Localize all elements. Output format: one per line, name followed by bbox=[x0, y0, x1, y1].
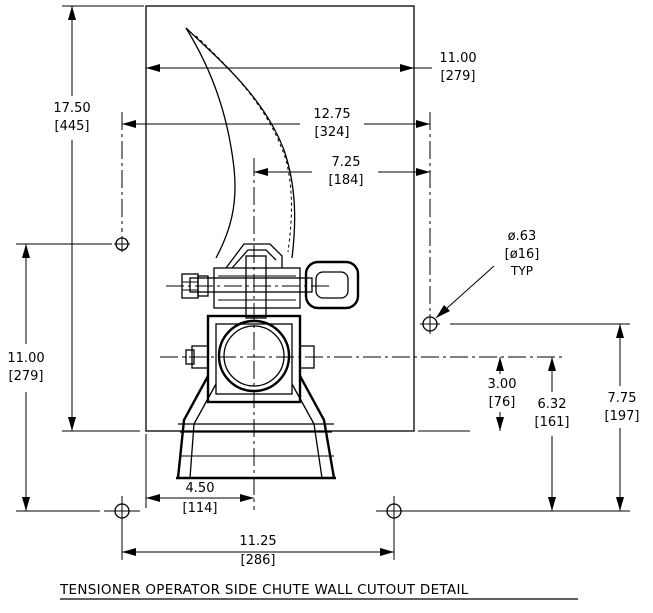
dim-plate-width-mm: [279] bbox=[441, 69, 476, 84]
upper-bolt-assembly bbox=[181, 243, 360, 319]
hole-diameter-in: ø.63 bbox=[508, 229, 537, 244]
dim-plate-width: 11.00 [279] bbox=[146, 51, 477, 84]
mounting-hole-bottom-left bbox=[16, 496, 140, 560]
mounting-hole-right bbox=[420, 112, 630, 334]
dim-left-hole-height-mm: [279] bbox=[9, 369, 44, 384]
dim-offset-3-00-in: 3.00 bbox=[488, 377, 517, 392]
dim-bottom-offset-4-50-mm: [114] bbox=[183, 501, 218, 516]
dim-bottom-offset-4-50: 4.50 [114] bbox=[145, 434, 254, 516]
dim-bottom-offset-4-50-in: 4.50 bbox=[186, 481, 215, 496]
chute-wall-plate bbox=[145, 5, 415, 432]
dim-bottom-hole-spacing: 11.25 [286] bbox=[122, 534, 394, 568]
dim-left-hole-height: 11.00 [279] bbox=[7, 244, 45, 511]
dim-offset-3-00-mm: [76] bbox=[489, 395, 516, 410]
dim-right-hole-height-in: 7.75 bbox=[608, 391, 637, 406]
dim-right-hole-height-mm: [197] bbox=[605, 409, 640, 424]
dim-offset-3-00: 3.00 [76] bbox=[488, 357, 517, 431]
dim-span-12-75-in: 12.75 bbox=[313, 107, 350, 122]
dim-plate-width-in: 11.00 bbox=[439, 51, 476, 66]
dim-bottom-hole-spacing-mm: [286] bbox=[241, 553, 276, 568]
dim-span-7-25-mm: [184] bbox=[329, 173, 364, 188]
dim-offset-6-32-in: 6.32 bbox=[538, 397, 567, 412]
dim-span-12-75-mm: [324] bbox=[315, 125, 350, 140]
mounting-hole-bottom-right bbox=[376, 496, 630, 560]
dim-right-hole-height: 7.75 [197] bbox=[605, 324, 640, 511]
dim-overall-height-mm: [445] bbox=[55, 119, 90, 134]
dim-bottom-hole-spacing-in: 11.25 bbox=[239, 534, 276, 549]
tensioner-arm bbox=[185, 27, 296, 259]
dim-overall-height: 17.50 [445] bbox=[53, 6, 91, 431]
dim-span-7-25-in: 7.25 bbox=[332, 155, 361, 170]
dim-overall-height-in: 17.50 bbox=[53, 101, 90, 116]
hole-diameter-callout: ø.63 [ø16] TYP bbox=[435, 229, 540, 319]
hole-diameter-mm: [ø16] bbox=[505, 247, 540, 262]
dim-span-12-75: 12.75 [324] bbox=[122, 107, 430, 140]
drawing-title: TENSIONER OPERATOR SIDE CHUTE WALL CUTOU… bbox=[59, 582, 469, 598]
lower-clamp-assembly bbox=[176, 314, 336, 480]
dim-offset-6-32: 6.32 [161] bbox=[535, 357, 570, 511]
dim-offset-6-32-mm: [161] bbox=[535, 415, 570, 430]
dim-span-7-25: 7.25 [184] bbox=[254, 155, 430, 188]
mounting-hole-left bbox=[16, 112, 130, 252]
hole-diameter-note: TYP bbox=[510, 264, 533, 278]
dim-left-hole-height-in: 11.00 bbox=[7, 351, 44, 366]
